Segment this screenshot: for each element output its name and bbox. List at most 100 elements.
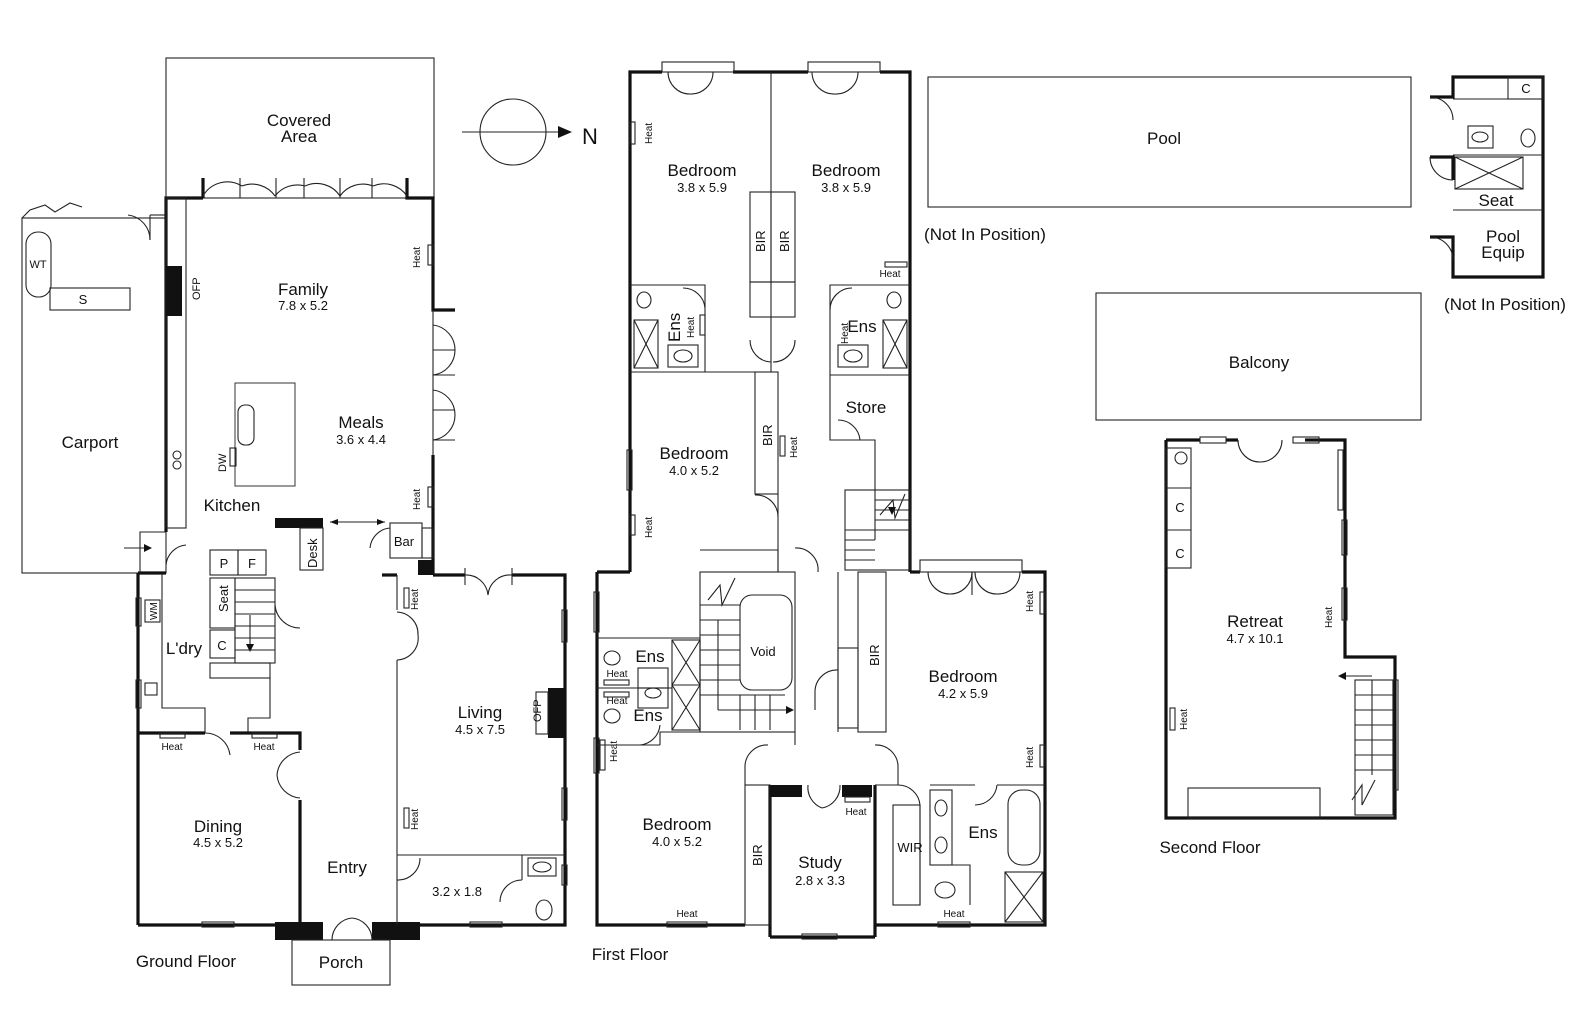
heat-label: Heat — [606, 696, 627, 707]
ens-label: Ens — [968, 823, 997, 842]
pool-house: C Seat Pool Equip — [1429, 75, 1545, 279]
heat-label: Heat — [253, 742, 274, 753]
bedroom-nw-dims: 3.8 x 5.9 — [677, 180, 727, 195]
ens-label: Ens — [635, 647, 664, 666]
toilet-icon — [934, 881, 956, 899]
meals-dims: 3.6 x 4.4 — [336, 432, 386, 447]
north-arrow-icon — [558, 126, 572, 138]
entry-arrow-icon — [144, 544, 152, 552]
bir-label: BIR — [867, 644, 882, 666]
shower-icon — [882, 319, 908, 369]
second-floor: Balcony C C Heat Heat Retreat — [1095, 292, 1422, 857]
dining-dims: 4.5 x 5.2 — [193, 835, 243, 850]
first-floor-title: First Floor — [592, 945, 669, 964]
pool-house-note: (Not In Position) — [1444, 295, 1566, 314]
heat-label: Heat — [943, 909, 964, 920]
water-tank-label: WT — [29, 259, 46, 271]
ofp-living-label: OFP — [532, 699, 544, 722]
shower-icon — [633, 319, 659, 369]
compass: N — [462, 98, 598, 166]
heat-label: Heat — [606, 669, 627, 680]
bir-label: BIR — [753, 230, 768, 252]
fireplace-family — [166, 266, 182, 316]
heat-label: Heat — [410, 809, 421, 830]
bedroom-nw-label: Bedroom — [668, 161, 737, 180]
bedroom-east-dims: 4.2 x 5.9 — [938, 686, 988, 701]
fridge-label: F — [248, 556, 256, 571]
pantry-label: P — [220, 556, 229, 571]
pool-note: (Not In Position) — [924, 225, 1046, 244]
living-label: Living — [458, 703, 502, 722]
covered-area — [165, 57, 435, 199]
heat-label: Heat — [1179, 709, 1190, 730]
heat-label: Heat — [789, 437, 800, 458]
store-label: Store — [846, 398, 887, 417]
heat-label: Heat — [644, 123, 655, 144]
meals-label: Meals — [338, 413, 383, 432]
heat-label: Heat — [1025, 591, 1036, 612]
shed-label: S — [79, 292, 88, 307]
family-dims: 7.8 x 5.2 — [278, 298, 328, 313]
living-dims: 4.5 x 7.5 — [455, 722, 505, 737]
bedroom-east-label: Bedroom — [929, 667, 998, 686]
retreat-c-label: C — [1175, 500, 1184, 515]
study-label: Study — [798, 853, 842, 872]
heat-label: Heat — [412, 247, 423, 268]
dining-label: Dining — [194, 817, 242, 836]
pool-label: Pool — [1147, 129, 1181, 148]
wm-label: WM — [149, 602, 160, 620]
ofp-family-label: OFP — [191, 277, 203, 300]
bedroom-mid-dims: 4.0 x 5.2 — [669, 463, 719, 478]
family-doors — [202, 178, 408, 198]
toilet-icon — [535, 899, 553, 921]
heat-label: Heat — [609, 741, 620, 762]
study-dims: 2.8 x 3.3 — [795, 873, 845, 888]
toilet-icon — [603, 650, 621, 666]
void-label: Void — [750, 644, 775, 659]
shed — [49, 287, 131, 311]
pool-area: Pool (Not In Position) C Seat Pool Equip… — [924, 75, 1566, 314]
bir-label: BIR — [777, 230, 792, 252]
carport-label: Carport — [62, 433, 119, 452]
toilet-icon — [1520, 128, 1536, 148]
heat-label: Heat — [1025, 747, 1036, 768]
wc-dims: 3.2 x 1.8 — [432, 884, 482, 899]
north-label: N — [582, 124, 598, 149]
bar-label: Bar — [394, 534, 415, 549]
heat-label: Heat — [840, 323, 851, 344]
toilet-icon — [886, 291, 902, 309]
porch — [291, 939, 391, 986]
toilet-icon — [636, 291, 652, 309]
bir-label: BIR — [760, 424, 775, 446]
bir-mid — [754, 371, 779, 495]
retreat-c-label: C — [1175, 546, 1184, 561]
porch-label: Porch — [319, 953, 363, 972]
fridge — [237, 549, 267, 576]
desk — [299, 527, 324, 571]
entry-label: Entry — [327, 858, 367, 877]
heat-label: Heat — [412, 489, 423, 510]
covered-area-label-1: Covered — [267, 111, 331, 130]
wir-label: WIR — [897, 840, 922, 855]
bedroom-sw-dims: 4.0 x 5.2 — [652, 834, 702, 849]
kitchen-label: Kitchen — [204, 496, 261, 515]
family-label: Family — [278, 280, 329, 299]
dw-label: DW — [217, 453, 229, 472]
bedroom-mid-label: Bedroom — [660, 444, 729, 463]
first-floor: Heat Bedroom 3.8 x 5.9 Bedroom 3.8 x 5.9… — [592, 61, 1047, 964]
pool-house-seat-label: Seat — [1479, 191, 1514, 210]
heat-label: Heat — [1324, 607, 1335, 628]
ens-label: Ens — [847, 317, 876, 336]
heat-label: Heat — [676, 909, 697, 920]
heat-label: Heat — [879, 269, 900, 280]
fireplace-living — [548, 688, 564, 738]
basin-icon — [527, 857, 557, 877]
heat-label: Heat — [644, 517, 655, 538]
pool — [927, 76, 1412, 208]
bir-sw — [744, 784, 771, 926]
pool-house-c-label: C — [1521, 81, 1530, 96]
heat-label: Heat — [845, 807, 866, 818]
stair-second — [1354, 679, 1394, 816]
retreat-label: Retreat — [1227, 612, 1283, 631]
